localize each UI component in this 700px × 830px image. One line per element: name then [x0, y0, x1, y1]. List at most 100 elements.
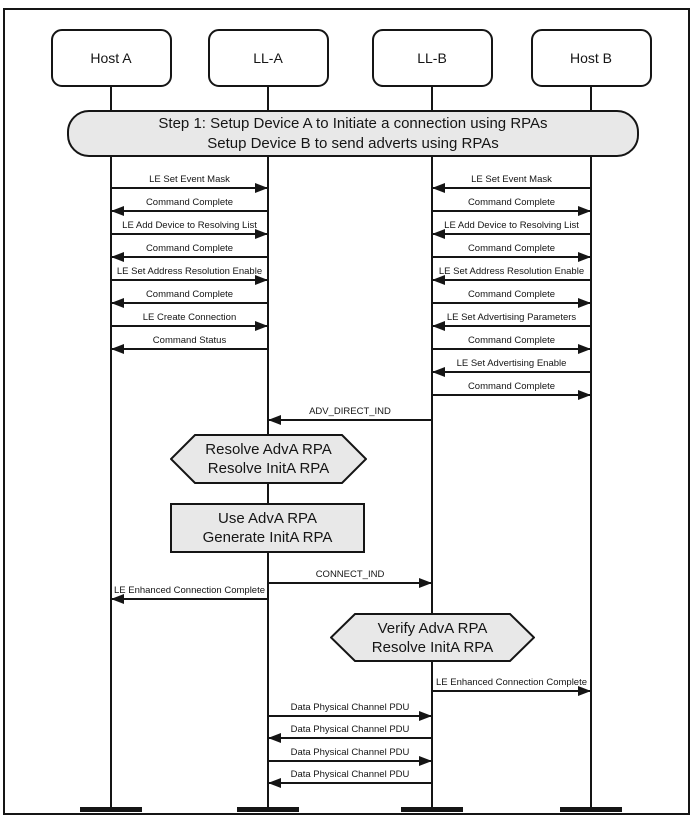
arrowhead-icon [111, 594, 124, 604]
arrowhead-icon [578, 390, 591, 400]
arrowhead-icon [578, 252, 591, 262]
message-arrow-17: Command Complete [432, 380, 591, 400]
step-banner: Step 1: Setup Device A to Initiate a con… [67, 110, 639, 157]
note-text-line: Resolve InitA RPA [371, 638, 494, 656]
message-line [268, 760, 432, 762]
message-arrow-22: Data Physical Channel PDU [268, 701, 432, 721]
message-arrow-2: LE Add Device to Resolving List [111, 219, 268, 239]
message-label: LE Set Event Mask [149, 174, 230, 185]
arrowhead-icon [432, 229, 445, 239]
hexagon-shape [330, 613, 535, 662]
arrowhead-icon [111, 206, 124, 216]
lifeline-end-host-b [560, 807, 622, 812]
message-line [432, 187, 591, 189]
message-line [268, 737, 432, 739]
message-label: Data Physical Channel PDU [290, 747, 410, 758]
message-line [432, 371, 591, 373]
message-line [268, 582, 432, 584]
message-arrow-10: LE Add Device to Resolving List [432, 219, 591, 239]
message-label: Command Complete [467, 197, 556, 208]
message-label: LE Set Event Mask [471, 174, 552, 185]
message-arrow-7: Command Status [111, 334, 268, 354]
message-arrow-13: Command Complete [432, 288, 591, 308]
rect-note-1: Use AdvA RPA Generate InitA RPA [170, 503, 365, 553]
message-label: LE Set Address Resolution Enable [438, 266, 585, 277]
lifeline-end-ll-a [237, 807, 299, 812]
arrowhead-icon [578, 344, 591, 354]
message-label: LE Enhanced Connection Complete [435, 677, 588, 688]
message-arrow-19: CONNECT_IND [268, 568, 432, 588]
arrowhead-icon [432, 183, 445, 193]
message-line [432, 256, 591, 258]
message-label: Data Physical Channel PDU [290, 769, 410, 780]
step-banner-line2: Setup Device B to send adverts using RPA… [207, 134, 499, 152]
arrowhead-icon [419, 711, 432, 721]
hexagon-shape [170, 434, 367, 484]
message-line [111, 233, 268, 235]
message-line [111, 302, 268, 304]
message-label: LE Set Address Resolution Enable [116, 266, 263, 277]
arrowhead-icon [255, 183, 268, 193]
arrowhead-icon [255, 229, 268, 239]
message-line [111, 279, 268, 281]
message-line [432, 348, 591, 350]
message-label: Command Complete [145, 289, 234, 300]
message-label: Data Physical Channel PDU [290, 724, 410, 735]
message-arrow-3: Command Complete [111, 242, 268, 262]
message-line [268, 419, 432, 421]
lifeline-end-ll-b [401, 807, 463, 812]
arrowhead-icon [255, 275, 268, 285]
arrowhead-icon [432, 321, 445, 331]
actor-label-ll-a: LL-A [253, 50, 283, 66]
message-arrow-20: LE Enhanced Connection Complete [111, 584, 268, 604]
step-banner-line1: Step 1: Setup Device A to Initiate a con… [158, 114, 548, 132]
actor-box-host-b: Host B [530, 29, 652, 87]
arrowhead-icon [255, 321, 268, 331]
note-text-line: Verify AdvA RPA [377, 619, 488, 637]
message-line [268, 782, 432, 784]
message-arrow-4: LE Set Address Resolution Enable [111, 265, 268, 285]
message-line [432, 690, 591, 692]
message-line [111, 325, 268, 327]
hexagon-note-0: Resolve AdvA RPA Resolve InitA RPA [170, 434, 367, 484]
arrowhead-icon [268, 415, 281, 425]
arrowhead-icon [111, 344, 124, 354]
arrowhead-icon [578, 206, 591, 216]
message-arrow-8: LE Set Event Mask [432, 173, 591, 193]
message-line [432, 325, 591, 327]
message-arrow-25: Data Physical Channel PDU [268, 768, 432, 788]
actor-label-host-a: Host A [90, 50, 132, 66]
arrowhead-icon [268, 733, 281, 743]
message-label: LE Add Device to Resolving List [122, 220, 257, 231]
actor-box-host-a: Host A [50, 29, 172, 87]
arrowhead-icon [578, 298, 591, 308]
note-text-line: Generate InitA RPA [202, 529, 333, 546]
note-text-line: Use AdvA RPA [218, 510, 317, 527]
message-line [432, 233, 591, 235]
message-arrow-16: LE Set Advertising Enable [432, 357, 591, 377]
message-label: Command Complete [467, 381, 556, 392]
message-label: Command Complete [467, 243, 556, 254]
arrowhead-icon [578, 686, 591, 696]
message-label: Data Physical Channel PDU [290, 702, 410, 713]
message-line [111, 348, 268, 350]
message-arrow-11: Command Complete [432, 242, 591, 262]
message-line [432, 210, 591, 212]
message-line [432, 279, 591, 281]
message-arrow-24: Data Physical Channel PDU [268, 746, 432, 766]
message-label: ADV_DIRECT_IND [309, 406, 391, 417]
note-text-line: Resolve AdvA RPA [205, 441, 332, 458]
message-label: LE Add Device to Resolving List [444, 220, 579, 231]
message-arrow-21: LE Enhanced Connection Complete [432, 676, 591, 696]
arrowhead-icon [419, 578, 432, 588]
arrowhead-icon [419, 756, 432, 766]
note-text-line: Resolve InitA RPA [207, 460, 330, 477]
message-line [111, 210, 268, 212]
message-line [111, 256, 268, 258]
message-label: Command Complete [145, 243, 234, 254]
message-line [111, 187, 268, 189]
arrowhead-icon [432, 275, 445, 285]
note-text: Use AdvA RPA Generate InitA RPA [203, 509, 333, 547]
